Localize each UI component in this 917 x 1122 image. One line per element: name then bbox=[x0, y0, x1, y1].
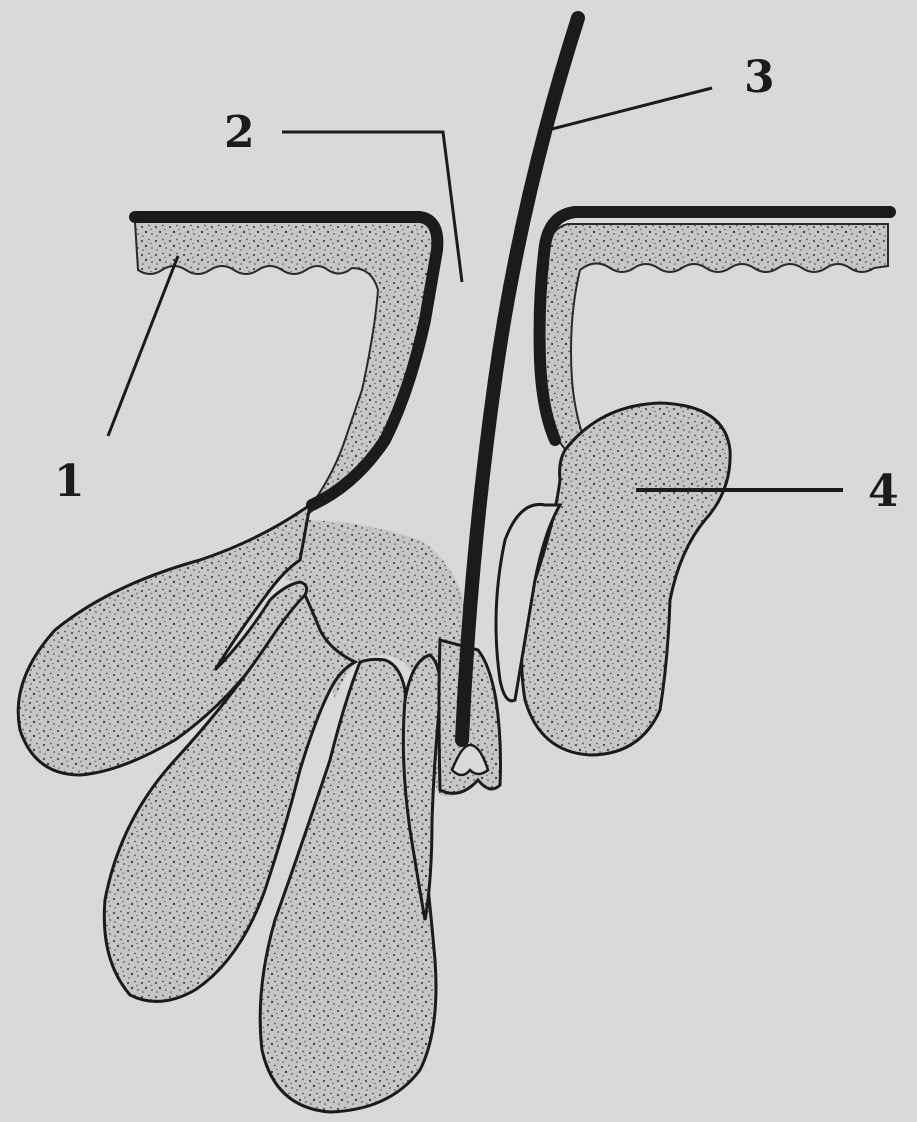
left-epidermis-layer bbox=[135, 222, 434, 520]
callout-label-1: 1 bbox=[54, 456, 85, 507]
callout-leader-3 bbox=[548, 88, 712, 130]
gland-lobe-right bbox=[522, 403, 730, 755]
callout-label-4: 4 bbox=[868, 466, 899, 517]
callout-label-3: 3 bbox=[744, 52, 775, 103]
callout-label-2: 2 bbox=[224, 107, 255, 158]
callout-leader-1 bbox=[108, 256, 178, 436]
